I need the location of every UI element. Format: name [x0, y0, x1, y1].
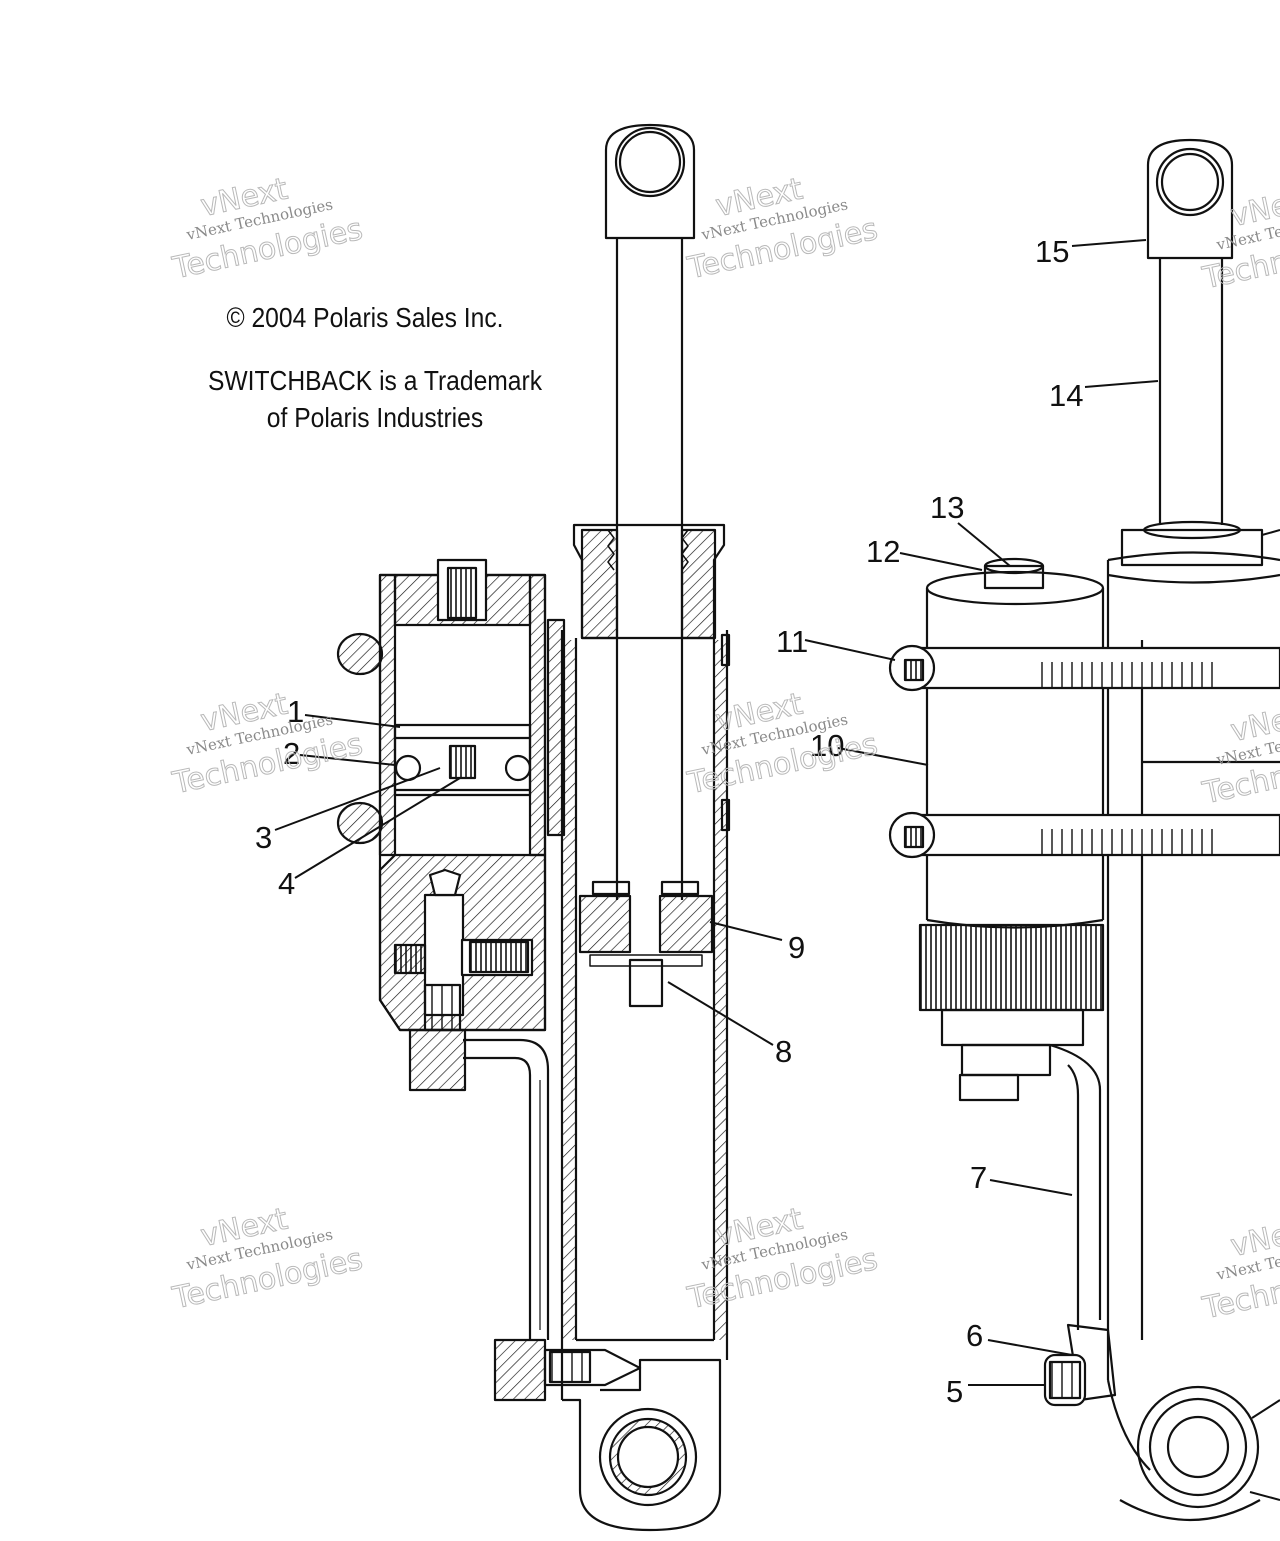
- cutaway-shock: [336, 123, 731, 1532]
- callout-2: 2: [283, 736, 300, 771]
- callout-11: 11: [776, 624, 808, 659]
- callout-9: 9: [788, 930, 805, 965]
- watermark: vNext vNext Technologies Technologies: [169, 171, 367, 287]
- callout-6: 6: [966, 1318, 983, 1353]
- watermark: vNext vNext Technologies Technologies: [1199, 696, 1280, 812]
- callout-10: 10: [810, 728, 844, 763]
- exterior-shock: [888, 138, 1280, 1521]
- callout-15: 15: [1035, 234, 1069, 269]
- callout-12: 12: [866, 534, 900, 569]
- watermark: vNext vNext Technologies Technologies: [684, 686, 882, 802]
- leader-lines: [274, 239, 1280, 1501]
- callout-1: 1: [287, 694, 304, 729]
- callout-14: 14: [1049, 378, 1083, 413]
- watermark: vNext vNext Technologies Technologies: [1199, 181, 1280, 297]
- trademark-line-1: SWITCHBACK is a Trademark: [207, 365, 543, 396]
- watermark: vNext vNext Technologies Technologies: [1199, 1211, 1280, 1327]
- trademark-line-2: of Polaris Industries: [266, 402, 484, 433]
- copyright-note: © 2004 Polaris Sales Inc.: [226, 302, 504, 333]
- callouts: 1 2 3 4 5 6 7 8 9 10 11 12 13 14 15: [255, 234, 1083, 1409]
- callout-3: 3: [255, 820, 272, 855]
- callout-4: 4: [278, 866, 295, 901]
- watermark: vNext vNext Technologies Technologies: [684, 1201, 882, 1317]
- watermark: vNext vNext Technologies Technologies: [169, 1201, 367, 1317]
- watermark: vNext vNext Technologies Technologies: [684, 171, 882, 287]
- callout-13: 13: [930, 490, 964, 525]
- watermark: vNext vNext Technologies Technologies: [169, 686, 367, 802]
- callout-5: 5: [946, 1374, 963, 1409]
- callout-7: 7: [970, 1160, 987, 1195]
- callout-8: 8: [775, 1034, 792, 1069]
